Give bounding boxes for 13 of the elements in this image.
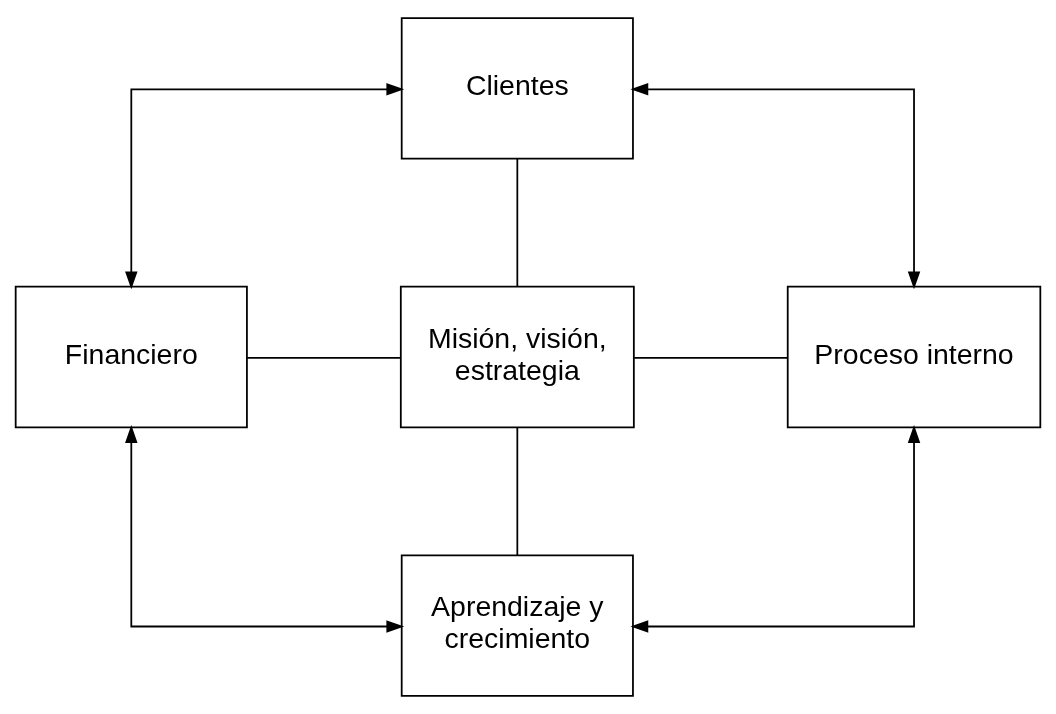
node-box: Clientes	[400, 17, 634, 160]
node-box: Proceso interno	[786, 285, 1042, 429]
connector	[516, 158, 519, 288]
arrow	[630, 83, 921, 290]
arrow	[125, 83, 405, 290]
node-box: Aprendizaje y crecimiento	[400, 554, 634, 697]
arrow	[630, 425, 921, 633]
connector	[633, 357, 789, 359]
arrow	[125, 425, 405, 633]
connector	[246, 357, 402, 359]
node-box: Financiero	[14, 285, 248, 429]
node-box: Misión, visión, estrategia	[399, 285, 635, 429]
connector	[516, 426, 519, 556]
